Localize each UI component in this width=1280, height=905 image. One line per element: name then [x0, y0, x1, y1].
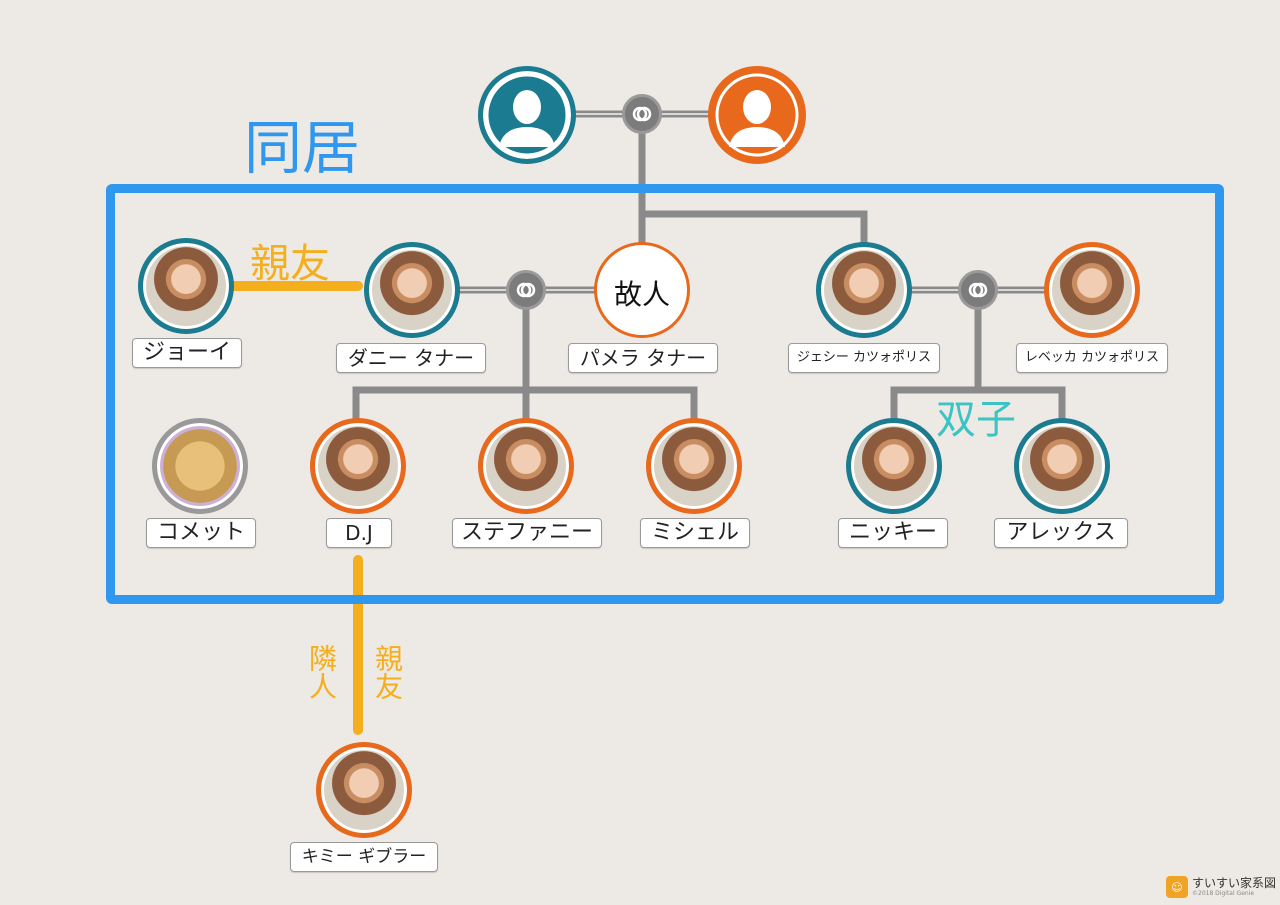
best-friends-vertical-label: 親友 [371, 644, 404, 700]
cohabitation-label: 同居 [244, 114, 361, 182]
joey-name-label[interactable]: ジョーイ [132, 338, 242, 368]
alex-name-label[interactable]: アレックス [994, 518, 1128, 548]
stephanie-name-label[interactable]: ステファニー [452, 518, 602, 548]
jesse-name-label[interactable]: ジェシー カツォポリス [788, 343, 940, 373]
marriage-icon [622, 94, 662, 134]
pamela-avatar[interactable]: 故人 [594, 242, 690, 338]
kimmy-avatar[interactable] [316, 742, 412, 838]
best-friends-label: 親友 [250, 241, 330, 287]
comet-name-label[interactable]: コメット [146, 518, 256, 548]
michelle-avatar[interactable] [646, 418, 742, 514]
logo-copyright: ©2018 Digital Genie [1192, 890, 1255, 897]
pamela-name-label[interactable]: パメラ タナー [568, 343, 718, 373]
neighbor-label: 隣人 [305, 644, 338, 700]
comet-avatar[interactable] [152, 418, 248, 514]
logo-name: すいすい家系図 [1192, 876, 1277, 890]
danny-name-label[interactable]: ダニー タナー [336, 343, 486, 373]
kimmy-name-label[interactable]: キミー ギブラー [290, 842, 438, 872]
twins-label: 双子 [936, 397, 1016, 443]
michelle-name-label[interactable]: ミシェル [640, 518, 750, 548]
cohabitation-box [106, 184, 1224, 604]
marriage-icon [506, 270, 546, 310]
dj-name-label[interactable]: D.J [326, 518, 392, 548]
danny-avatar[interactable] [364, 242, 460, 338]
rebecca-name-label[interactable]: レベッカ カツォポリス [1016, 343, 1168, 373]
stephanie-avatar[interactable] [478, 418, 574, 514]
nicky-avatar[interactable] [846, 418, 942, 514]
nicky-name-label[interactable]: ニッキー [838, 518, 948, 548]
person-silhouette-icon [485, 73, 569, 157]
joey-avatar[interactable] [138, 238, 234, 334]
person-silhouette-icon [715, 73, 799, 157]
jesse-avatar[interactable] [816, 242, 912, 338]
marriage-icon [958, 270, 998, 310]
grandmother-avatar[interactable] [708, 66, 806, 164]
logo-mark-icon: ☺ [1166, 876, 1188, 898]
grandfather-avatar[interactable] [478, 66, 576, 164]
deceased-text: 故人 [613, 278, 670, 311]
alex-avatar[interactable] [1014, 418, 1110, 514]
dj-avatar[interactable] [310, 418, 406, 514]
rebecca-avatar[interactable] [1044, 242, 1140, 338]
app-logo: ☺ すいすい家系図 ©2018 Digital Genie [1166, 874, 1276, 900]
